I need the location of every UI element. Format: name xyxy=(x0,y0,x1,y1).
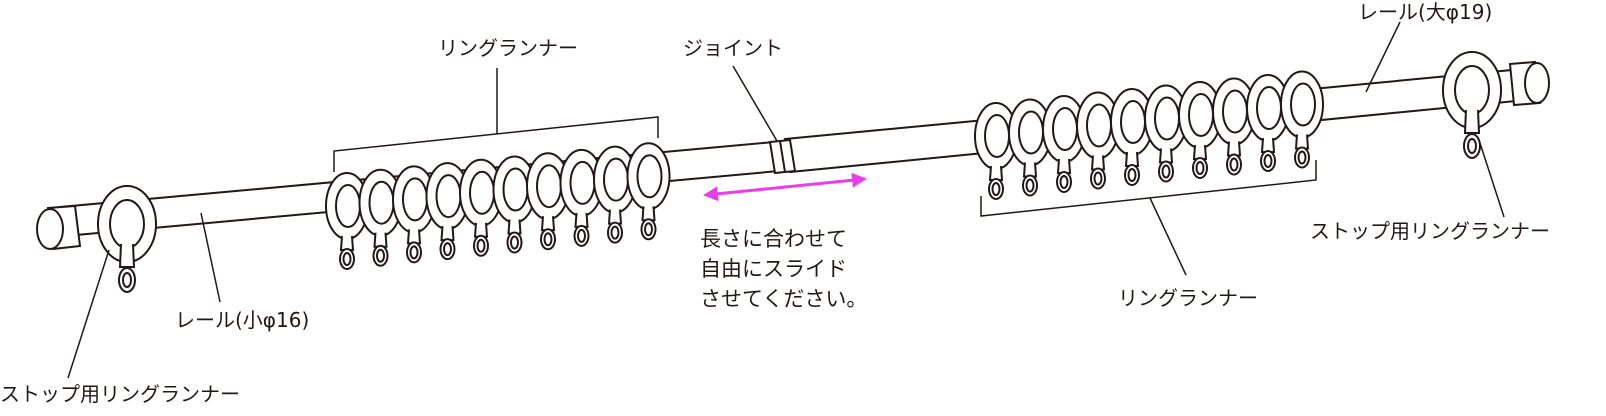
ring-runner xyxy=(526,152,570,251)
label-stop-ring-left: ストップ用リングランナー xyxy=(0,382,240,406)
end-cap-right xyxy=(1508,60,1550,107)
leader-rail-large xyxy=(1365,21,1401,93)
ring-runner xyxy=(392,165,436,264)
ring-runner xyxy=(1178,81,1222,179)
end-cap-left xyxy=(36,204,82,251)
slide-note-line-2: 自由にスライド xyxy=(700,257,847,281)
leader-lines xyxy=(67,21,1505,379)
ring-runner xyxy=(325,172,369,270)
label-rail-small: レール(小φ16) xyxy=(175,308,310,332)
ring-runner xyxy=(492,155,537,254)
bracket-ring-runners-bottom xyxy=(980,160,1317,276)
ring-runner xyxy=(1008,98,1052,197)
ring-runner xyxy=(1110,88,1154,186)
leader-stop-ring-left xyxy=(67,249,110,379)
bracket-ring-runners-top xyxy=(333,68,659,172)
ring-runner xyxy=(626,142,671,241)
label-rail-large: レール(大φ19) xyxy=(1358,0,1493,24)
leader-stop-ring-right xyxy=(1478,139,1505,218)
ring-runner xyxy=(1144,84,1188,183)
leader-rail-small xyxy=(200,212,221,303)
slide-note-line-1: 長さに合わせて xyxy=(700,227,847,251)
ring-runner xyxy=(593,145,637,244)
ring-runner xyxy=(559,148,604,247)
joint-band xyxy=(768,138,797,175)
ring-runner xyxy=(1076,91,1120,190)
ring-runner xyxy=(425,162,470,261)
ring-runner xyxy=(1280,70,1324,169)
slide-note-line-3: させてください。 xyxy=(700,287,868,311)
label-ring-runners-top: リングランナー xyxy=(438,36,578,60)
ring-runner xyxy=(974,102,1018,200)
label-stop-ring-right: ストップ用リングランナー xyxy=(1310,219,1550,243)
leader-joint xyxy=(732,65,778,142)
ring-runner xyxy=(358,168,403,267)
slide-note: 長さに合わせて 自由にスライド させてください。 xyxy=(700,224,867,314)
ring-runners-right xyxy=(974,70,1324,200)
label-ring-runners-bottom: リングランナー xyxy=(1118,286,1258,310)
stop-ring-left xyxy=(97,185,157,293)
stop-ring-right xyxy=(1442,51,1502,159)
slide-arrow xyxy=(703,172,867,202)
label-joint: ジョイント xyxy=(683,36,783,60)
ring-runner xyxy=(459,158,503,257)
ring-runners-left xyxy=(325,142,671,270)
